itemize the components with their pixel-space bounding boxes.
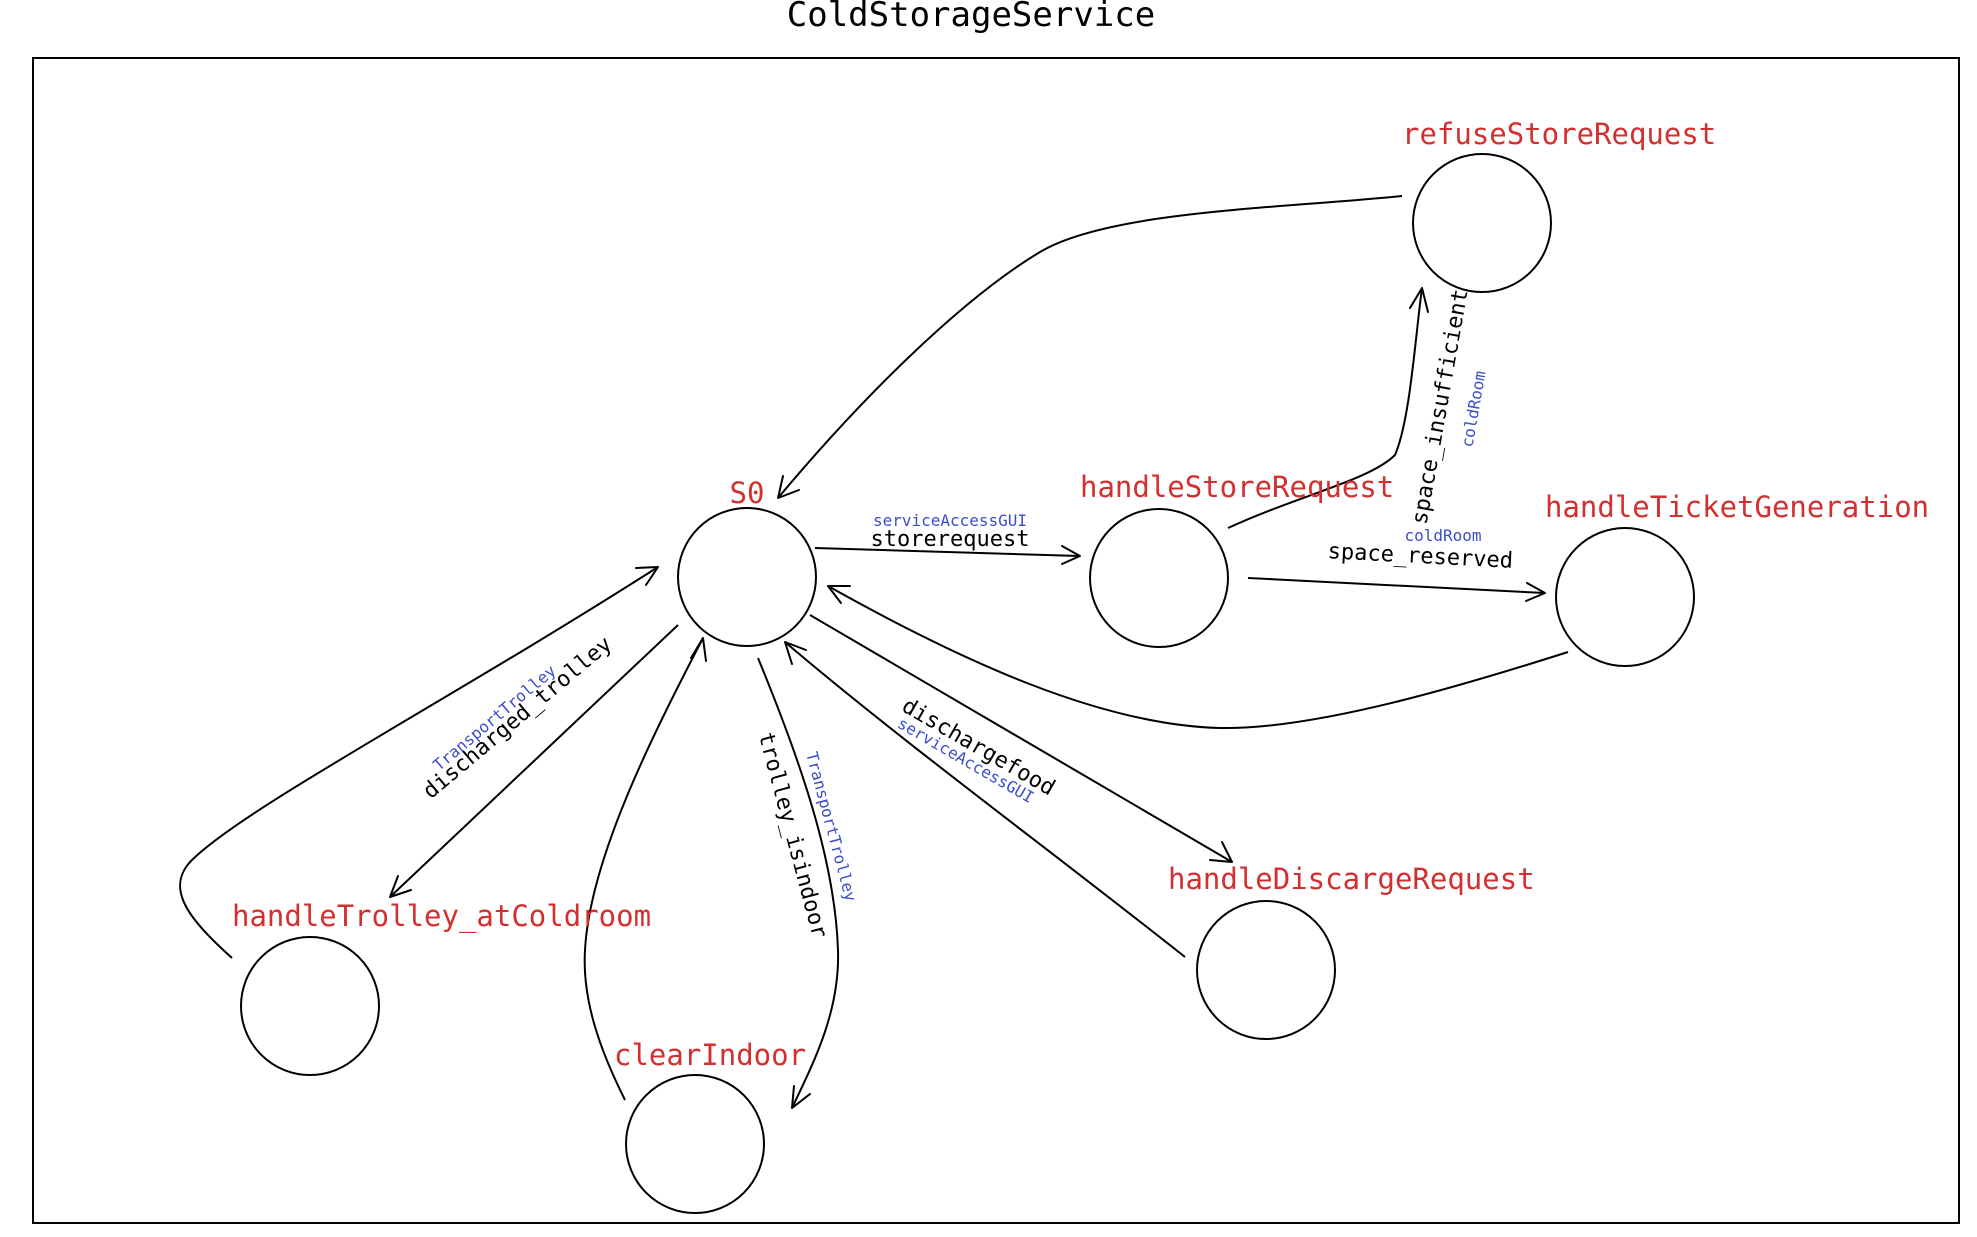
transition-space-insufficient	[1227, 287, 1429, 529]
transition-space-reserved-arrowhead	[1525, 582, 1546, 602]
state-handle-ticket-generation: handleTicketGeneration	[1545, 490, 1929, 667]
state-handle-store-request: handleStoreRequest	[1080, 470, 1394, 648]
transition-trolley-isindoor-line	[757, 657, 840, 1109]
label-discharged-trolley-message: discharged_trolley	[418, 632, 617, 804]
state-refuse-store-request-circle	[1412, 153, 1552, 293]
transition-refuse-to-s0-arrowhead	[777, 475, 800, 499]
state-handle-trolley-at-coldroom-circle	[240, 936, 380, 1076]
state-handle-trolley-at-coldroom-label: handleTrolley_atColdroom	[232, 899, 651, 934]
transition-ticket-to-s0-arrowhead	[827, 585, 851, 604]
label-space-reserved-actor: coldRoom	[1404, 526, 1481, 545]
label-storerequest-message: storerequest	[871, 527, 1030, 552]
state-refuse-store-request: refuseStoreRequest	[1402, 117, 1716, 293]
transition-ticket-to-s0	[827, 585, 1569, 730]
transition-refuse-to-s0-line	[777, 195, 1403, 499]
state-handle-store-request-label: handleStoreRequest	[1080, 470, 1394, 504]
state-clear-indoor-label: clearIndoor	[614, 1038, 806, 1072]
transition-trolley-isindoor-arrowhead	[791, 1085, 811, 1109]
transition-clearindoor-to-s0-arrowhead	[690, 637, 707, 662]
transition-discarge-to-s0-arrowhead	[784, 641, 807, 665]
transition-discarge-to-s0-line	[784, 641, 1186, 958]
transition-discarge-to-s0	[784, 641, 1186, 958]
transition-discharged-trolley-arrowhead	[389, 875, 412, 898]
label-storerequest-actor: serviceAccessGUI	[873, 511, 1027, 530]
transition-storerequest-line	[814, 547, 1081, 557]
state-refuse-store-request-label: refuseStoreRequest	[1402, 117, 1716, 151]
state-handle-ticket-generation-circle	[1555, 527, 1695, 667]
transition-trolley-to-s0-arrowhead	[635, 566, 659, 586]
state-handle-ticket-generation-label: handleTicketGeneration	[1545, 490, 1929, 524]
transition-clearindoor-to-s0-line	[583, 637, 704, 1101]
transition-discharged-trolley	[389, 624, 679, 898]
state-handle-trolley-at-coldroom: handleTrolley_atColdroom	[232, 899, 651, 1076]
state-clear-indoor: clearIndoor	[614, 1038, 806, 1214]
transition-storerequest	[814, 545, 1081, 565]
transition-dischargefood-line	[809, 614, 1233, 863]
transition-space-reserved-line	[1247, 577, 1546, 594]
state-s0-circle	[677, 507, 817, 647]
transition-trolley-to-s0-line	[179, 566, 659, 959]
diagram-frame	[32, 57, 1960, 1224]
state-s0: S0	[677, 476, 817, 647]
label-space-reserved-message: space_reserved	[1327, 539, 1513, 574]
transition-refuse-to-s0	[777, 195, 1403, 499]
transition-ticket-to-s0-line	[827, 585, 1569, 730]
transition-trolley-isindoor	[757, 657, 840, 1109]
transition-space-reserved	[1247, 577, 1546, 602]
transition-dischargefood	[809, 614, 1233, 863]
diagram-title: ColdStorageService	[787, 0, 1155, 35]
label-discharged-trolley-actor: TransportTrolley	[429, 661, 560, 775]
transition-space-insufficient-line	[1227, 287, 1423, 529]
transition-discharged-trolley-line	[389, 624, 679, 898]
transition-storerequest-arrowhead	[1061, 545, 1081, 565]
label-space-insufficient-actor: coldRoom	[1458, 369, 1490, 448]
state-handle-discarge-request-circle	[1196, 900, 1336, 1040]
state-handle-store-request-circle	[1089, 508, 1229, 648]
transition-dischargefood-arrowhead	[1209, 841, 1233, 863]
transition-space-insufficient-arrowhead	[1409, 287, 1429, 313]
transition-trolley-to-s0	[179, 566, 659, 959]
state-handle-discarge-request: handleDiscargeRequest	[1168, 862, 1535, 1040]
state-s0-label: S0	[730, 476, 765, 510]
transition-clearindoor-to-s0	[583, 637, 707, 1101]
state-handle-discarge-request-label: handleDiscargeRequest	[1168, 862, 1535, 896]
state-clear-indoor-circle	[625, 1074, 765, 1214]
